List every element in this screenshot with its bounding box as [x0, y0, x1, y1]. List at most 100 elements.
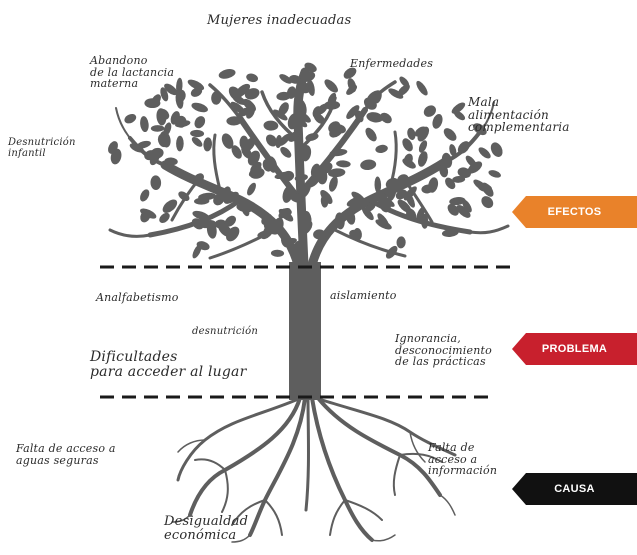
leaf: [287, 131, 300, 142]
leaf: [231, 145, 242, 159]
leaf: [360, 159, 377, 171]
leaf: [328, 121, 341, 133]
label-top-title: Mujeres inadecuadas: [207, 13, 352, 28]
leaf: [306, 79, 315, 96]
leaf: [397, 84, 410, 96]
leaf: [223, 191, 239, 204]
leaf: [478, 147, 491, 159]
leaf: [363, 97, 377, 110]
leaf: [301, 220, 313, 235]
leaf: [441, 228, 459, 238]
leaf: [324, 79, 338, 93]
leaf: [467, 161, 483, 174]
leaf: [164, 157, 178, 166]
leaf: [304, 62, 317, 73]
leaf: [140, 116, 149, 133]
leaf: [163, 122, 172, 136]
leaf: [374, 90, 382, 104]
leaf: [170, 111, 180, 125]
leaf: [416, 207, 425, 222]
leaf: [428, 177, 439, 193]
label-desnutricion-infantil: Desnutrición infantil: [8, 137, 76, 159]
leaf: [150, 175, 162, 190]
leaf: [144, 98, 161, 109]
leaf: [402, 138, 413, 152]
leaf: [150, 125, 165, 132]
leaf: [192, 244, 202, 259]
leaf: [346, 196, 364, 207]
leaf: [335, 212, 345, 230]
leaf: [451, 102, 466, 114]
leaf: [288, 75, 301, 84]
leaf: [235, 83, 251, 97]
leaf: [241, 204, 250, 217]
leaf: [462, 199, 472, 213]
leaf: [164, 83, 178, 96]
label-desnutricion: desnutrición: [192, 326, 258, 337]
label-falta-informacion: Falta de acceso a información: [428, 441, 498, 478]
leaf: [387, 184, 397, 202]
leaf: [211, 91, 222, 105]
leaf: [403, 153, 413, 166]
leaf: [385, 245, 398, 259]
leaf: [361, 206, 374, 221]
label-mala-alimentacion: Mala alimentación complementaria: [468, 95, 570, 135]
leaf: [420, 213, 429, 229]
leaf: [329, 149, 348, 157]
leaf: [162, 199, 178, 213]
leaf: [375, 144, 388, 153]
label-dificultades: Dificultades para acceder al lugar: [90, 349, 247, 380]
leaf: [305, 133, 319, 142]
leaf: [320, 190, 333, 204]
leaf: [443, 128, 457, 141]
leaf: [343, 67, 357, 79]
leaf: [397, 174, 409, 186]
leaf: [328, 176, 338, 192]
leaf: [449, 144, 457, 157]
leaf: [218, 223, 233, 237]
leaf: [275, 134, 282, 149]
leaf: [262, 159, 273, 172]
leaf: [246, 73, 258, 83]
leaf: [244, 88, 260, 100]
leaf: [224, 215, 236, 227]
leaf: [407, 127, 416, 141]
leaf: [456, 204, 471, 218]
leaf: [396, 236, 406, 249]
leaf: [140, 209, 151, 223]
leaf: [374, 176, 382, 194]
leaf: [289, 192, 303, 203]
tag-problema-label: PROBLEMA: [541, 343, 608, 355]
leaf: [417, 151, 428, 167]
leaf: [294, 174, 308, 182]
leaf: [280, 146, 292, 158]
leaf: [397, 199, 412, 213]
label-desigualdad: Desigualdad económica: [164, 514, 249, 543]
tag-causa-label: CAUSA: [554, 483, 595, 495]
tag-efectos-label: EFECTOS: [547, 206, 602, 218]
leaf: [191, 102, 208, 113]
leaf: [273, 109, 288, 121]
leaf: [375, 219, 392, 230]
leaf: [265, 134, 278, 147]
leaf: [441, 152, 453, 169]
tag-causa: CAUSA: [512, 473, 637, 505]
leaf: [129, 143, 144, 153]
leaf: [175, 89, 186, 102]
leaf: [110, 148, 122, 165]
leaf: [417, 126, 430, 142]
leaf: [192, 173, 204, 185]
leaf: [349, 229, 362, 240]
leaf: [282, 237, 297, 246]
label-falta-agua: Falta de acceso a aguas seguras: [16, 442, 116, 467]
leaf: [473, 123, 487, 136]
leaf: [457, 167, 471, 178]
leaf: [379, 196, 395, 207]
leaf: [149, 151, 160, 166]
leaf: [316, 168, 328, 185]
leaf: [296, 110, 311, 123]
leaf: [192, 210, 210, 220]
leaf: [299, 71, 316, 82]
leaf: [176, 135, 184, 152]
